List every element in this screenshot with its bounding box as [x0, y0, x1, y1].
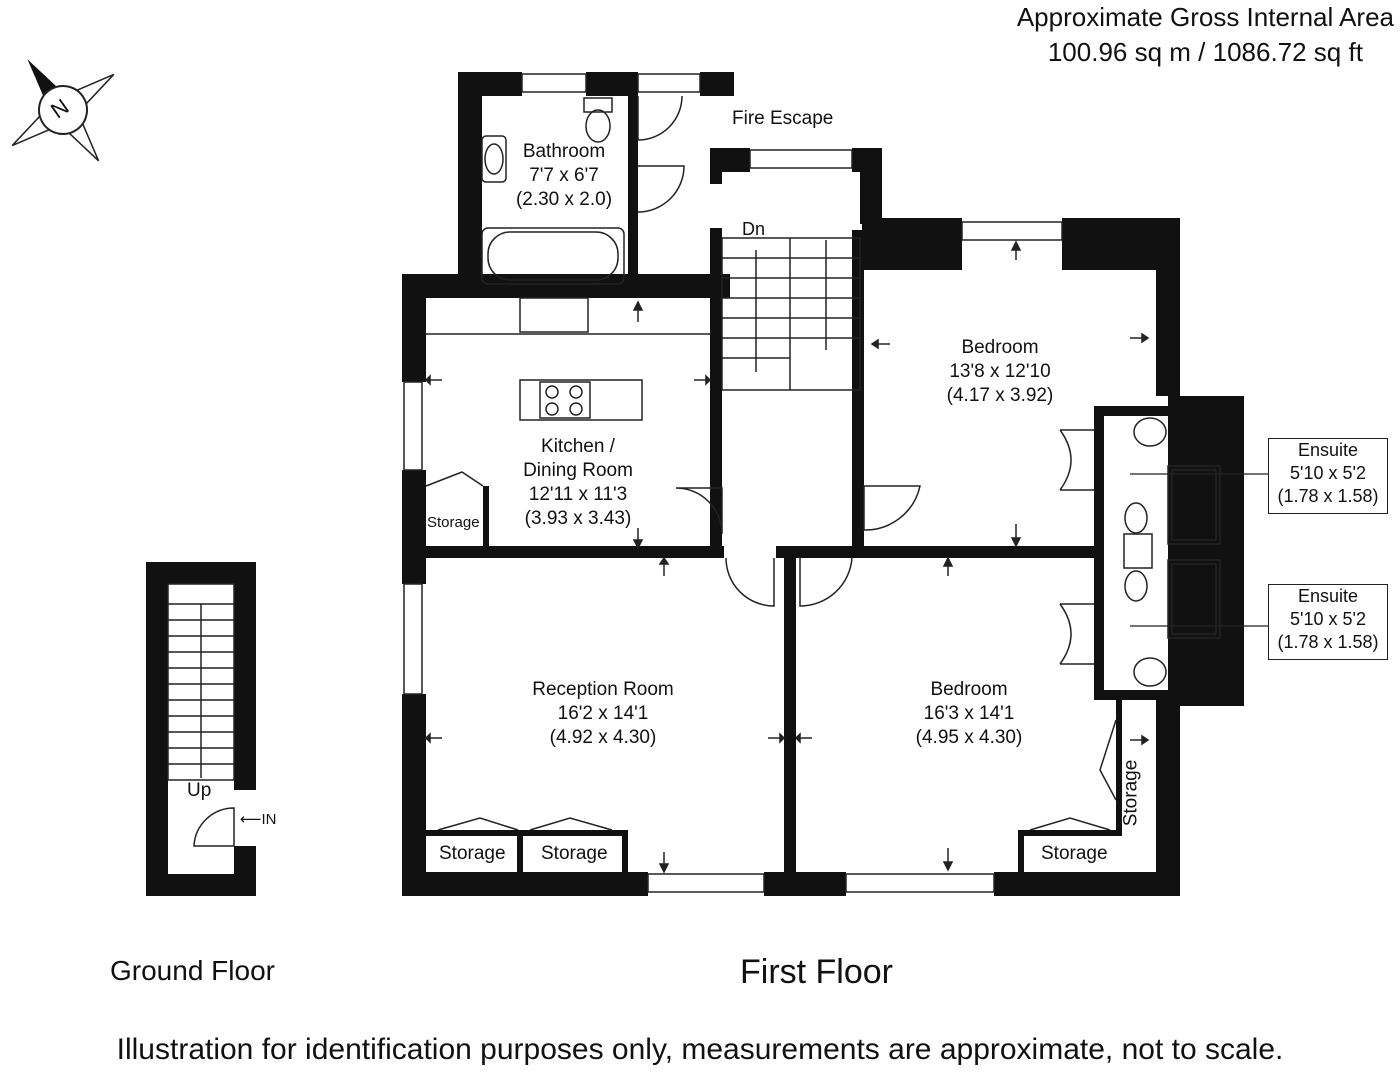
room-imperial: 12'11 x 11'3: [528, 484, 628, 505]
fire-escape-label: Fire Escape: [732, 108, 834, 129]
area-title: Approximate Gross Internal Area: [1016, 2, 1394, 32]
room-kitchen-dining: Kitchen / Dining Room 12'11 x 11'3 (3.93…: [498, 435, 658, 531]
first-floor-label: First Floor: [740, 953, 893, 991]
room-imperial: 16'3 x 14'1: [923, 703, 1015, 724]
disclaimer: Illustration for identification purposes…: [116, 1033, 1284, 1066]
room-ensuite-2: Ensuite 5'10 x 5'2 (1.78 x 1.58): [1268, 584, 1388, 660]
room-imperial: 5'10 x 5'2: [1290, 463, 1366, 483]
ceiling-height-ticks: [424, 240, 1150, 874]
room-metric: (3.93 x 3.43): [524, 508, 632, 529]
room-bathroom: Bathroom 7'7 x 6'7 (2.30 x 2.0): [500, 140, 628, 212]
gross-internal-area: Approximate Gross Internal Area 100.96 s…: [1017, 0, 1394, 70]
storage-bedroom-floor: Storage: [1041, 843, 1108, 864]
room-reception: Reception Room 16'2 x 14'1 (4.92 x 4.30): [503, 678, 703, 750]
room-metric: (1.78 x 1.58): [1277, 632, 1379, 652]
room-metric: (4.92 x 4.30): [549, 727, 657, 748]
storage-kitchen: Storage: [427, 514, 480, 531]
room-name: Ensuite: [1297, 440, 1359, 460]
entrance-arrow-icon: ⟵: [240, 811, 262, 828]
stairs-up-label: Up: [187, 780, 212, 801]
room-name: Ensuite: [1297, 586, 1359, 606]
room-metric: (1.78 x 1.58): [1277, 486, 1379, 506]
room-metric: (4.95 x 4.30): [915, 727, 1023, 748]
room-imperial: 13'8 x 12'10: [949, 361, 1051, 382]
north-compass-icon: [11, 59, 115, 162]
fixtures: [167, 97, 1221, 781]
room-name-line1: Kitchen /: [541, 436, 615, 457]
area-value: 100.96 sq m / 1086.72 sq ft: [1047, 37, 1363, 67]
windows: [403, 73, 1063, 893]
room-name: Reception Room: [532, 679, 674, 700]
room-metric: (2.30 x 2.0): [515, 189, 613, 210]
room-bedroom-rear: Bedroom 13'8 x 12'10 (4.17 x 3.92): [920, 336, 1080, 408]
storage-reception-2: Storage: [541, 843, 608, 864]
room-bedroom-front: Bedroom 16'3 x 14'1 (4.95 x 4.30): [889, 678, 1049, 750]
storage-reception-1: Storage: [439, 843, 506, 864]
room-imperial: 16'2 x 14'1: [557, 703, 649, 724]
walls: [146, 72, 1244, 896]
door-swings: [193, 95, 1117, 847]
room-name-line2: Dining Room: [523, 460, 633, 481]
entrance-text: IN: [261, 811, 277, 828]
room-name: Bedroom: [961, 337, 1039, 358]
room-imperial: 5'10 x 5'2: [1290, 609, 1366, 629]
ensuite-leader-lines: [1130, 473, 1268, 627]
room-metric: (4.17 x 3.92): [946, 385, 1054, 406]
stairs-down-label: Dn: [742, 219, 766, 239]
room-imperial: 7'7 x 6'7: [529, 165, 599, 186]
ground-floor-label: Ground Floor: [110, 955, 275, 986]
room-name: Bathroom: [522, 141, 606, 162]
room-name: Bedroom: [930, 679, 1008, 700]
storage-bedroom-side: Storage: [1120, 759, 1142, 827]
room-ensuite-1: Ensuite 5'10 x 5'2 (1.78 x 1.58): [1268, 438, 1388, 514]
entrance-label: ⟵IN: [240, 810, 277, 828]
